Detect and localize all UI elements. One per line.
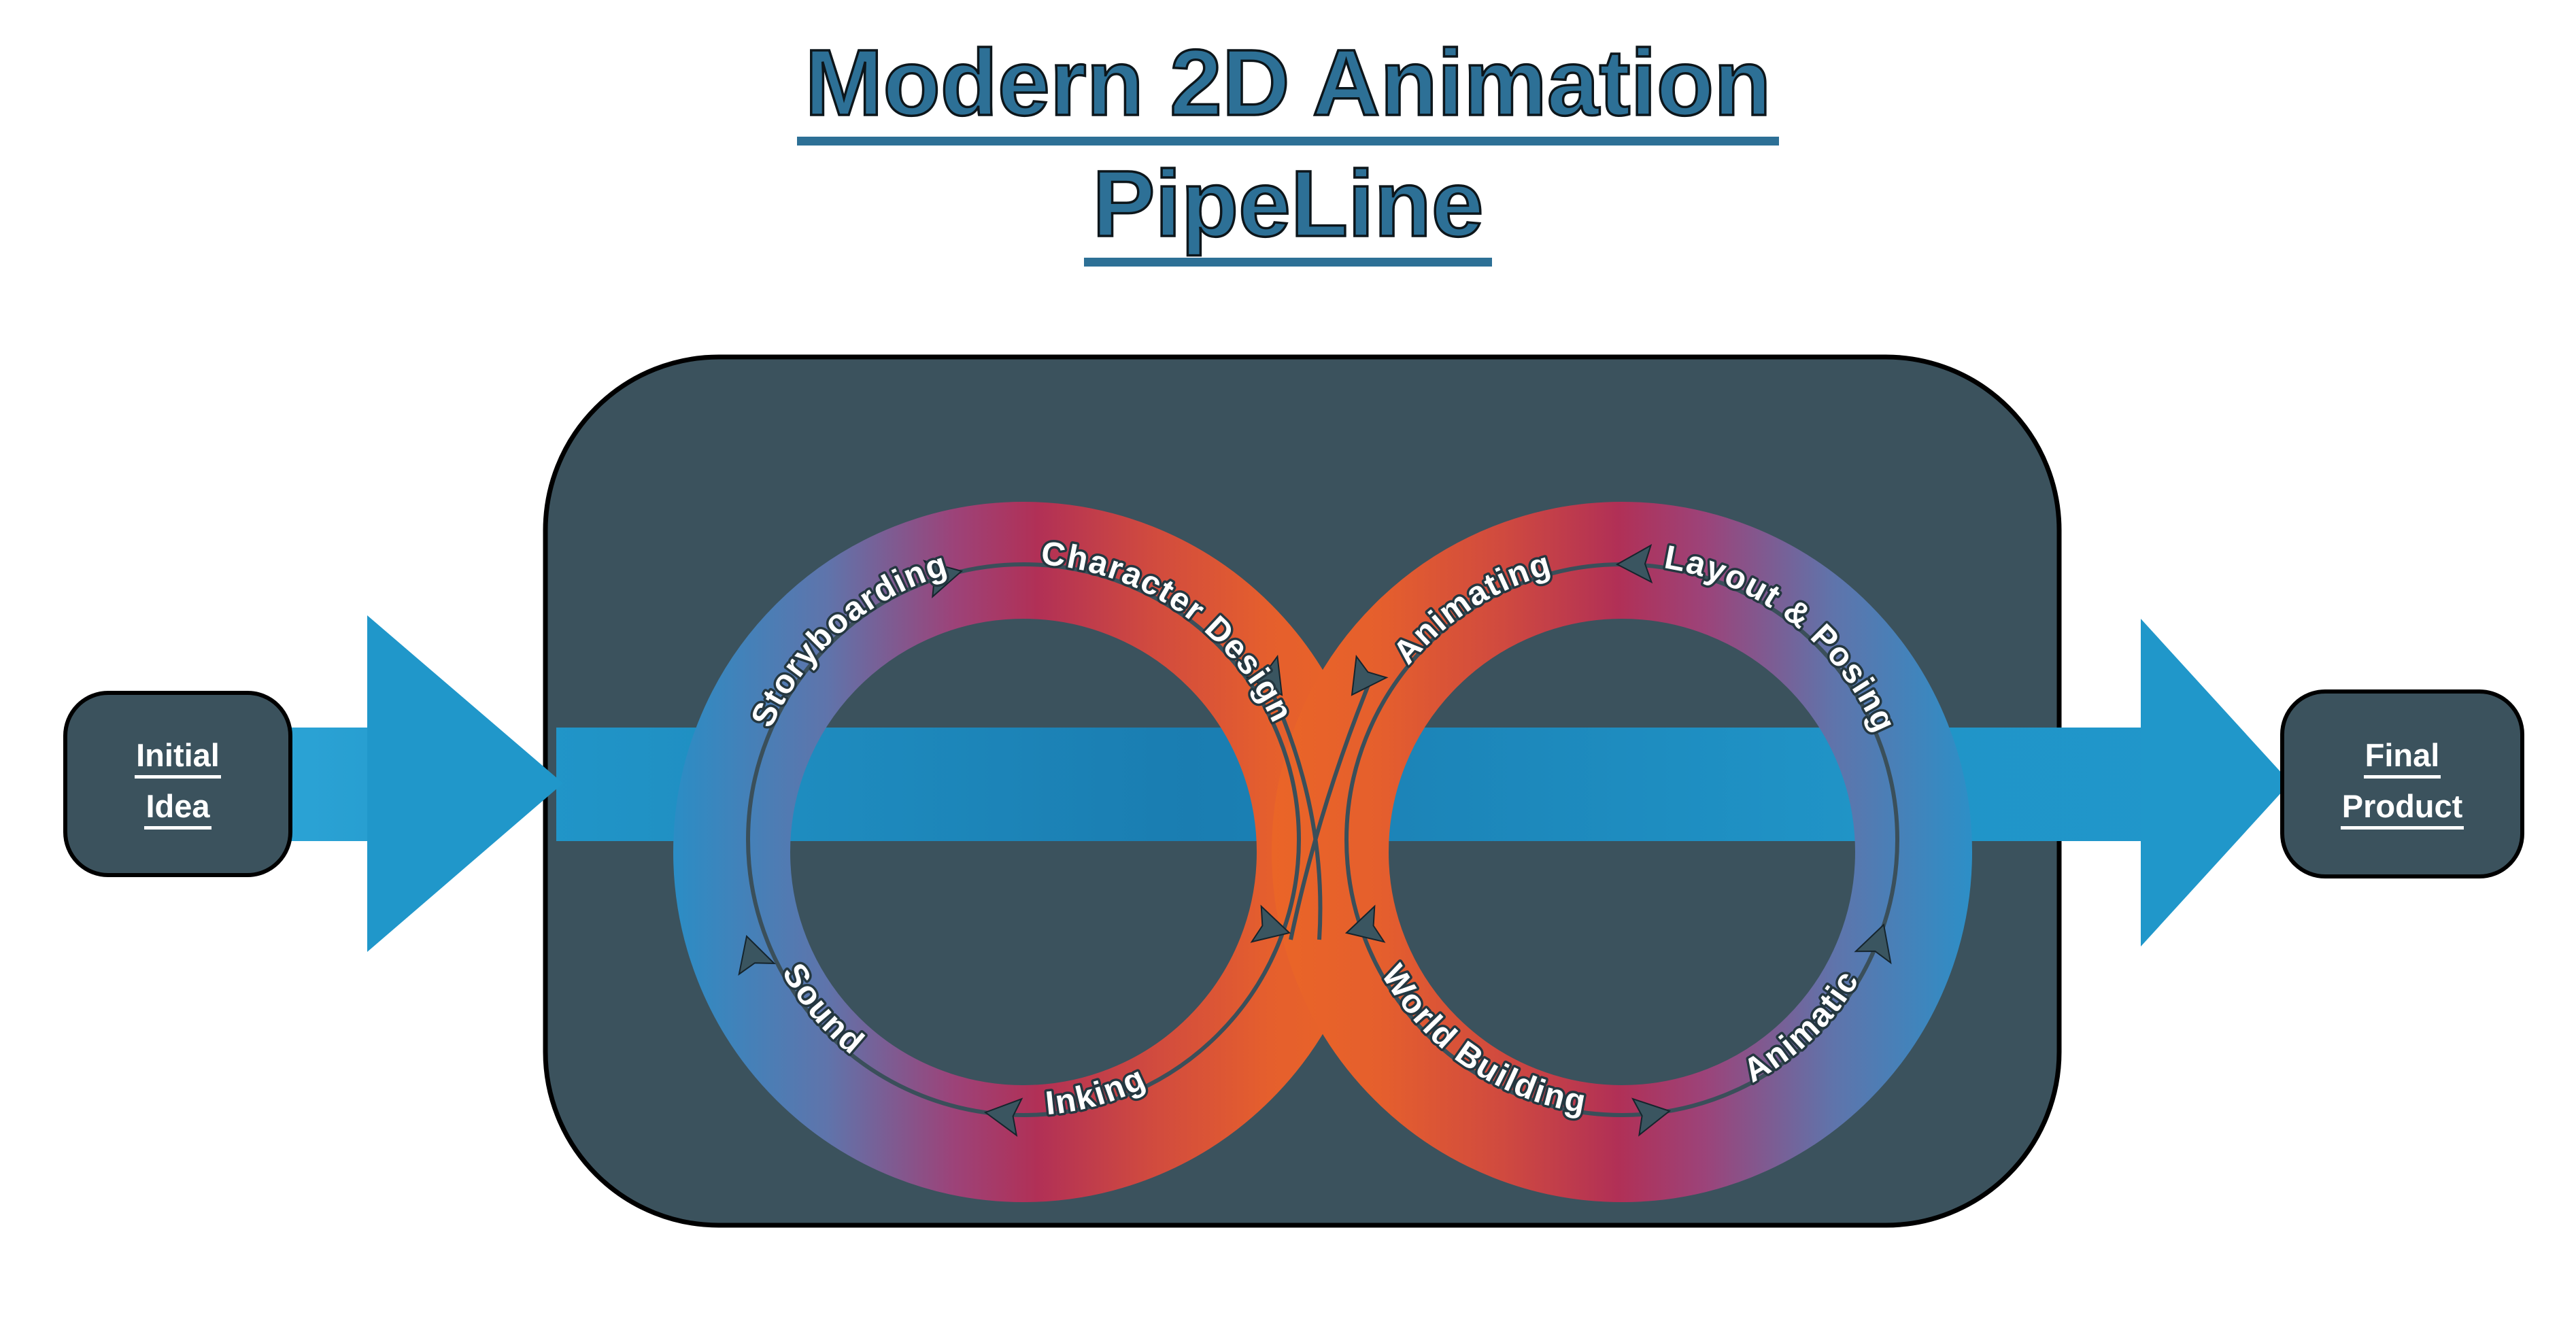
title-line-2: PipeLine — [1084, 155, 1492, 267]
title-line-1: Modern 2D Animation — [796, 34, 1780, 146]
guide-cross-line-2 — [1289, 684, 1370, 940]
initial-idea-label-line-2: Idea — [144, 789, 211, 830]
final-product-label-line-2: Product — [2340, 789, 2464, 830]
loop-left-guide — [746, 562, 1301, 1117]
final-product-label-line-1: Final — [2363, 738, 2441, 779]
loop-right-ring — [1272, 502, 1972, 1202]
big-flow-arrow-left-icon — [367, 615, 563, 952]
page-title: Modern 2D Animation PipeLine — [0, 34, 2576, 277]
guide-cross-line-1 — [1267, 684, 1323, 940]
flow-band-start — [288, 728, 371, 841]
initial-idea-label-line-1: Initial — [135, 738, 221, 779]
big-flow-arrow-right-icon — [2141, 619, 2290, 946]
node-final-product: Final Product — [2280, 689, 2524, 878]
node-initial-idea: Initial Idea — [63, 691, 292, 877]
